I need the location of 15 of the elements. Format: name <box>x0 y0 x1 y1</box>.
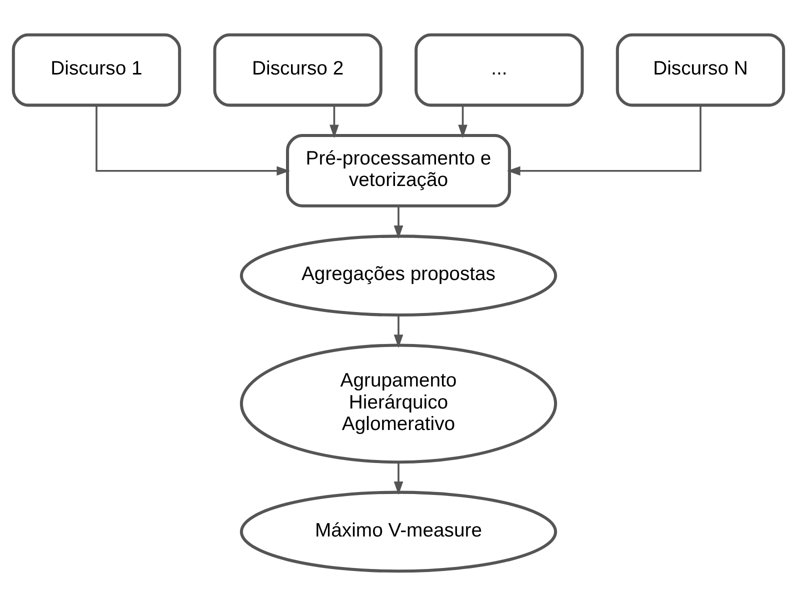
node-box: Discurso N <box>616 33 786 107</box>
node-ellipse: Máximo V-measure <box>240 490 558 573</box>
node-box: Discurso 2 <box>213 33 382 107</box>
node-box: Discurso 1 <box>12 33 182 107</box>
node-box: ... <box>414 33 584 107</box>
arrow <box>96 105 290 176</box>
arrow <box>394 206 404 239</box>
arrow <box>330 105 339 138</box>
arrow <box>458 105 468 138</box>
node-box: Pré-processamento e vetorização <box>286 134 511 208</box>
arrow <box>394 462 404 495</box>
arrow <box>394 315 404 348</box>
node-ellipse: Agregações propostas <box>240 234 558 317</box>
node-ellipse: Agrupamento Hierárquico Aglomerativo <box>240 344 558 464</box>
arrow <box>506 105 702 176</box>
